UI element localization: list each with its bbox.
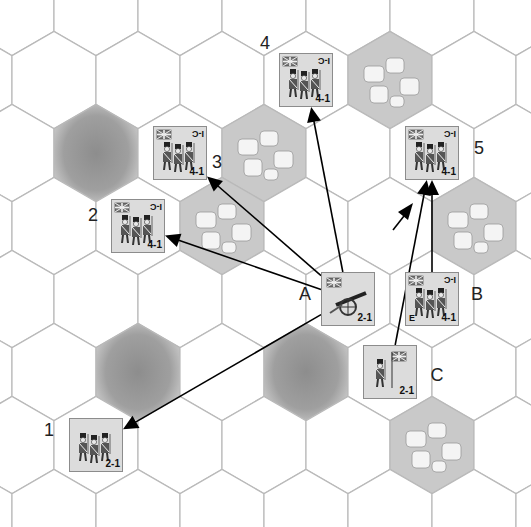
- arrow-head: [425, 180, 439, 195]
- rubble-block: [484, 224, 503, 241]
- rubble-block: [244, 159, 262, 176]
- arrow-head: [307, 107, 321, 123]
- rubble-block: [470, 204, 488, 219]
- arrow-line: [177, 240, 321, 290]
- unit-strength: 4-1: [442, 167, 456, 177]
- move-arrow: [307, 107, 343, 272]
- inf-figure: [283, 57, 320, 99]
- arrow-line: [314, 120, 343, 272]
- unit-counter: A2-1: [321, 272, 375, 326]
- loose-arrow-head: [398, 203, 413, 220]
- hex: [0, 470, 12, 527]
- unit-strength: 2-1: [106, 459, 120, 469]
- rubble-block: [390, 96, 404, 107]
- callout-number: 5: [474, 139, 484, 157]
- unit-id: I-C: [444, 275, 456, 284]
- hex: [516, 470, 531, 527]
- rubble-block: [196, 212, 216, 228]
- rubble-block: [454, 232, 472, 249]
- unit-counter: 5I-C4-1: [405, 126, 459, 180]
- inf-figure: [409, 130, 446, 172]
- hex: [96, 470, 180, 527]
- move-arrow: [425, 180, 439, 272]
- callout-number: 1: [44, 421, 54, 439]
- unit-counter: 3I-C4-1: [153, 126, 207, 180]
- move-arrow: [123, 315, 321, 430]
- rubble-block: [364, 66, 384, 82]
- hex: [264, 470, 348, 527]
- arrow-line: [217, 185, 321, 276]
- inf2-figure: [79, 433, 110, 463]
- rubble-block: [442, 443, 461, 460]
- rubble-block: [232, 224, 251, 241]
- unit-id: I-C: [192, 129, 204, 138]
- unit-strength: 2-1: [400, 386, 414, 396]
- hex: [12, 470, 96, 527]
- unit-strength: 4-1: [148, 240, 162, 250]
- rubble-block: [260, 131, 278, 146]
- rubble-block: [274, 151, 293, 168]
- unit-counter: 2I-C4-1: [111, 199, 165, 253]
- off-figure: [376, 352, 406, 388]
- unit-id: I-C: [444, 129, 456, 138]
- arrow-head: [207, 176, 223, 191]
- unit-mark: E: [409, 314, 415, 323]
- rubble-block: [238, 139, 258, 155]
- callout-number: 4: [260, 34, 270, 52]
- arrow-head: [165, 234, 181, 247]
- unit-strength: 4-1: [190, 167, 204, 177]
- inf-figure: [409, 276, 446, 318]
- inf-figure: [115, 203, 152, 245]
- rubble-block: [412, 451, 430, 468]
- unit-counter: 12-1: [69, 418, 123, 472]
- hex: [432, 470, 516, 527]
- hex: [348, 470, 432, 527]
- unit-counter: BI-CE4-1: [405, 272, 459, 326]
- unit-counter: C2-1: [363, 345, 417, 399]
- rubble-block: [474, 242, 488, 253]
- rubble-block: [406, 431, 426, 447]
- callout-number: C: [431, 366, 444, 384]
- arrow-line: [134, 315, 321, 423]
- unit-counter: 4I-C4-1: [279, 53, 333, 107]
- unit-strength: 2-1: [358, 313, 372, 323]
- rubble-block: [218, 204, 236, 219]
- rubble-block: [428, 423, 446, 438]
- rubble-block: [400, 78, 419, 95]
- arrow-head: [123, 416, 139, 430]
- rubble-block: [448, 212, 468, 228]
- unit-strength: 4-1: [442, 313, 456, 323]
- rubble-block: [432, 461, 446, 472]
- callout-number: 2: [88, 206, 98, 224]
- rubble-block: [222, 242, 236, 253]
- rubble-block: [386, 58, 404, 73]
- move-arrow: [207, 176, 321, 275]
- rubble-block: [264, 169, 278, 180]
- unit-strength: 4-1: [316, 94, 330, 104]
- rubble-block: [370, 86, 388, 103]
- callout-number: 3: [212, 153, 222, 171]
- hex: [180, 470, 264, 527]
- callout-number: A: [299, 285, 311, 303]
- move-arrow: [165, 234, 321, 290]
- loose-arrow: [393, 216, 404, 230]
- unit-id: I-C: [150, 202, 162, 211]
- gun-figure: [327, 278, 366, 315]
- arrow-line: [431, 193, 433, 272]
- callout-number: B: [471, 285, 483, 303]
- rubble-block: [202, 232, 220, 249]
- inf-figure: [157, 130, 194, 172]
- unit-id: I-C: [318, 56, 330, 65]
